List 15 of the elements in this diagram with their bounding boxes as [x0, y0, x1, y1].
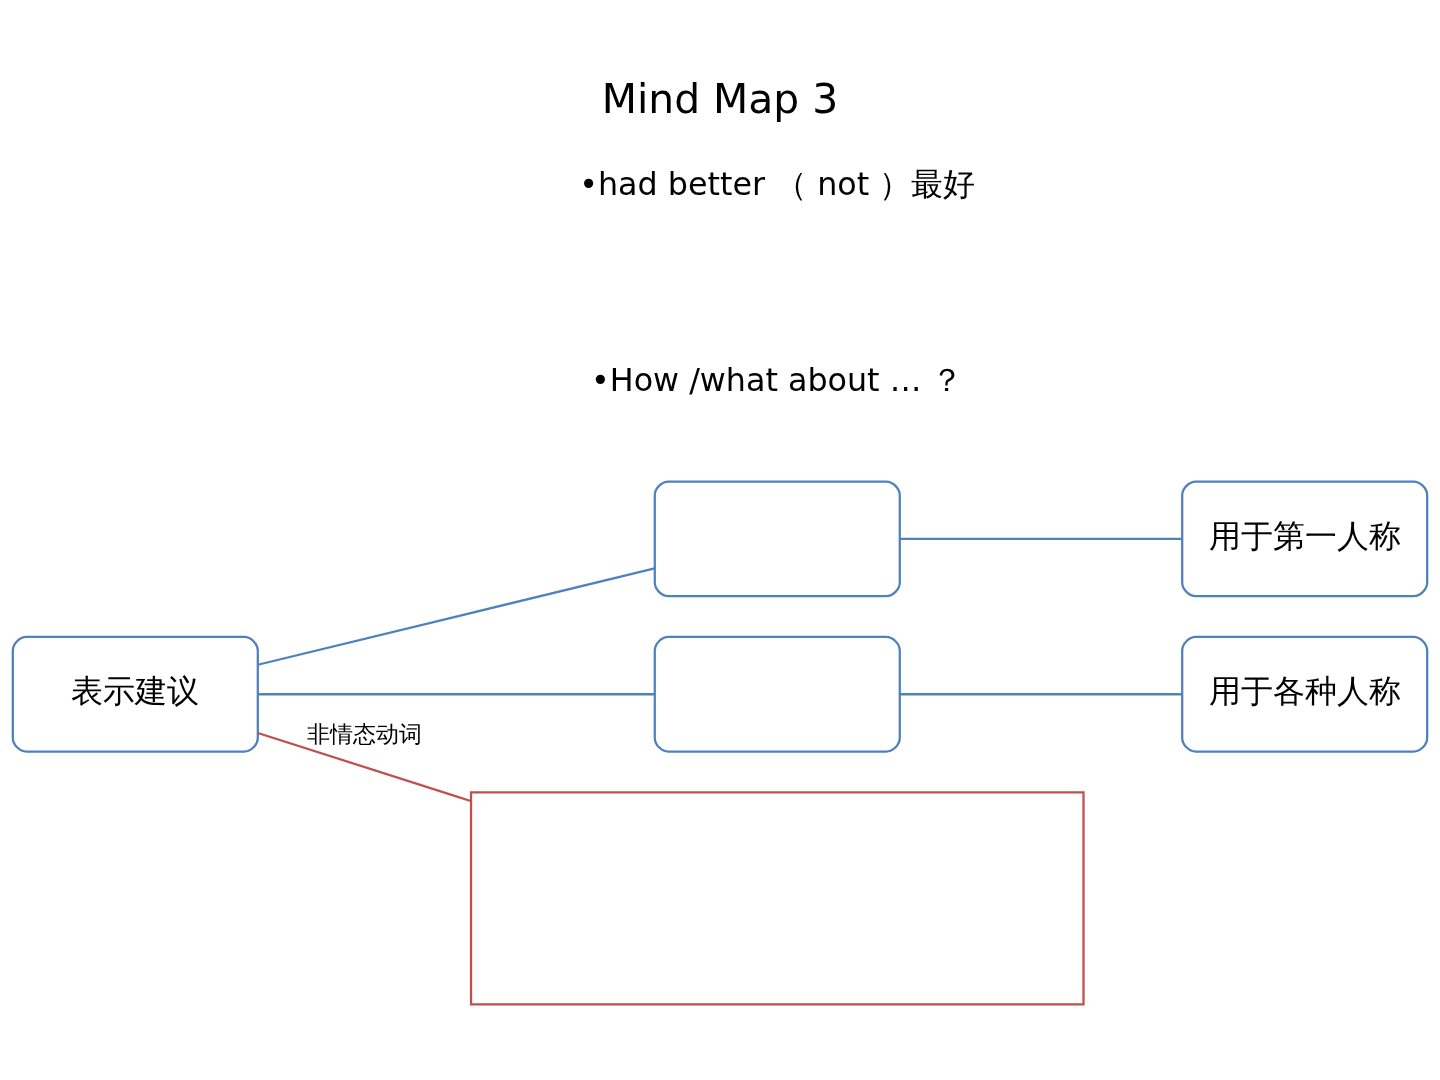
connector — [257, 693, 655, 696]
node-box: 用于第一人称 — [1181, 480, 1429, 598]
node-box: 用于各种人称 — [1181, 635, 1429, 753]
label: •had better （ not ）最好 — [579, 166, 976, 203]
connector — [257, 567, 655, 666]
edge-label: 非情态动词 — [306, 720, 422, 747]
label: •How /what about … ？ — [591, 362, 964, 399]
connector — [899, 537, 1182, 540]
node-box — [469, 791, 1085, 1006]
connector — [257, 731, 472, 803]
node-box: 表示建议 — [11, 635, 259, 753]
node-box — [653, 635, 901, 753]
connector — [899, 693, 1182, 696]
diagram-title: Mind Map 3 — [601, 74, 839, 123]
node-box — [653, 480, 901, 598]
